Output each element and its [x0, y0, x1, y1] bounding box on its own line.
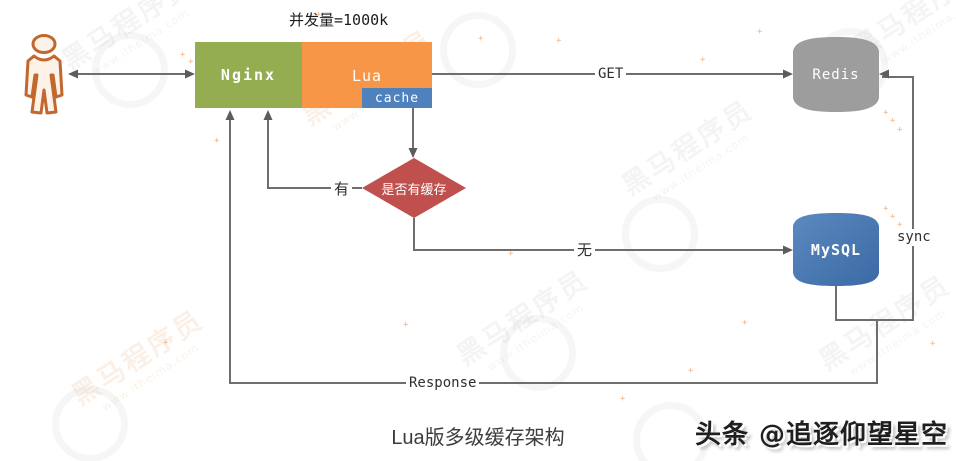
concurrency-annotation: 并发量=1000k [289, 11, 389, 29]
edge-response [229, 113, 878, 384]
diagram-title: Lua版多级缓存架构 [391, 427, 565, 449]
edge-label-get: GET [595, 66, 627, 83]
edge-label-yes: 有 [331, 180, 353, 198]
redis-label: Redis [812, 66, 860, 83]
decision-diamond [362, 158, 466, 218]
credit-watermark: 头条 @追逐仰望星空 [694, 420, 948, 450]
mysql-cylinder [793, 213, 879, 286]
lua-label: Lua [351, 67, 383, 85]
cache-node: cache [362, 88, 432, 108]
edge-yes [267, 113, 362, 189]
arrowheads [68, 69, 889, 255]
edge-label-response: Response [406, 375, 480, 392]
edge-label-no: 无 [574, 241, 596, 259]
edge-label-sync: sync [894, 229, 934, 246]
redis-cylinder [793, 37, 879, 112]
edge-no [413, 218, 790, 251]
mysql-label: MySQL [810, 240, 862, 259]
user-icon [24, 34, 64, 115]
nginx-node: Nginx [195, 42, 302, 108]
decision-label: 是否有缓存 [381, 182, 447, 198]
edge-sync [835, 76, 914, 321]
